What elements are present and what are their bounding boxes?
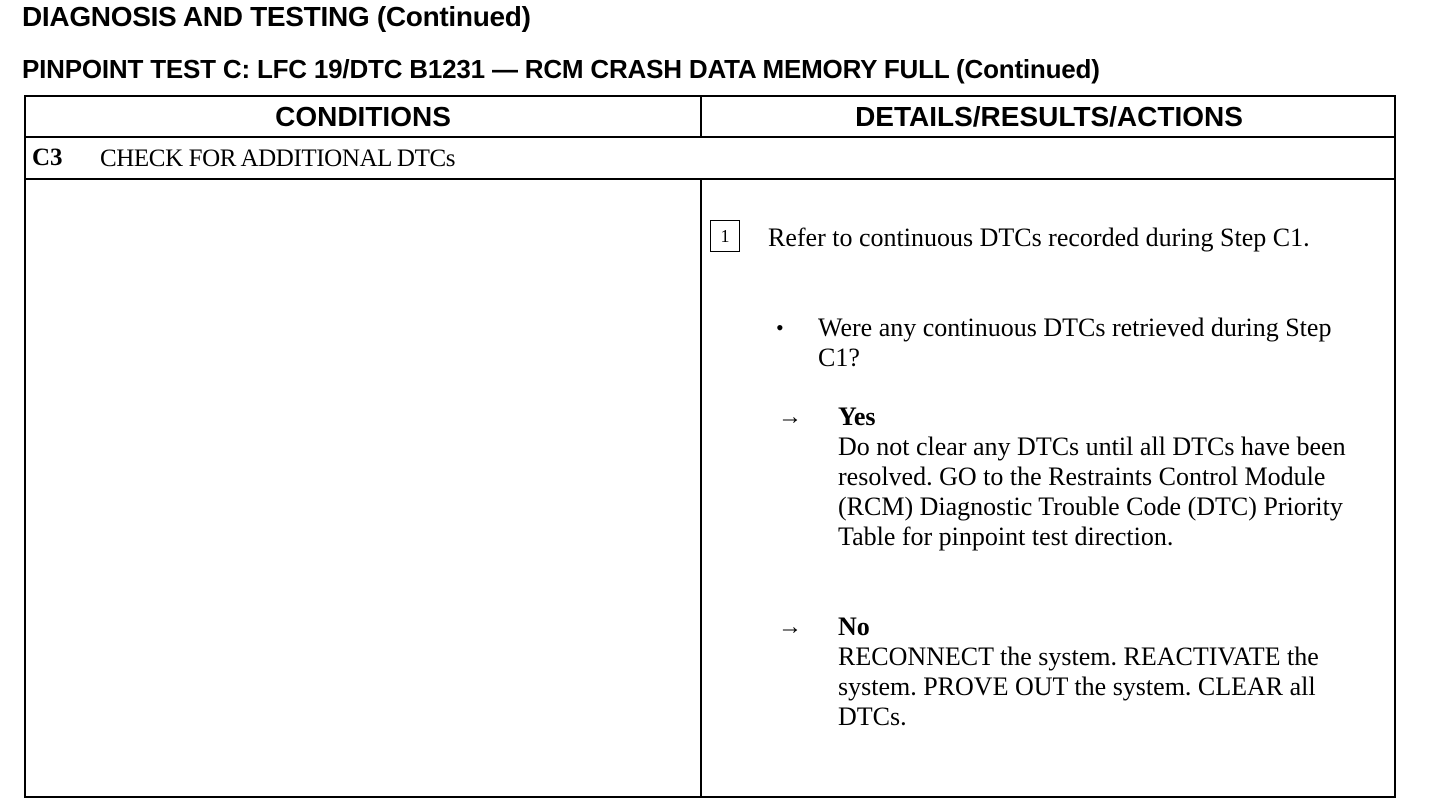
yes-label: Yes	[838, 402, 876, 431]
details-cell: 1 Refer to continuous DTCs recorded duri…	[702, 180, 1394, 796]
details-header: DETAILS/RESULTS/ACTIONS	[700, 97, 1396, 136]
no-action-text: RECONNECT the system. REACTIVATE the sys…	[838, 642, 1319, 731]
action-instruction: Refer to continuous DTCs recorded during…	[768, 223, 1310, 252]
no-result: No RECONNECT the system. REACTIVATE the …	[838, 612, 1378, 732]
action-question: Were any continuous DTCs retrieved durin…	[818, 313, 1332, 372]
arrow-right-icon: →	[778, 614, 802, 640]
arrow-right-icon: →	[778, 404, 802, 430]
step-title: CHECK FOR ADDITIONAL DTCs	[100, 145, 456, 172]
table-header-row: CONDITIONS DETAILS/RESULTS/ACTIONS	[26, 97, 1394, 138]
step-id: C3	[32, 144, 63, 171]
no-label: No	[838, 612, 870, 641]
pinpoint-test-table: CONDITIONS DETAILS/RESULTS/ACTIONS C3 CH…	[24, 95, 1396, 798]
conditions-cell	[26, 180, 700, 796]
yes-action-text: Do not clear any DTCs until all DTCs hav…	[838, 432, 1346, 551]
yes-result: Yes Do not clear any DTCs until all DTCs…	[838, 402, 1378, 552]
section-title: DIAGNOSIS AND TESTING (Continued)	[22, 1, 531, 32]
column-divider	[700, 180, 702, 796]
step-row: C3 CHECK FOR ADDITIONAL DTCs	[26, 138, 1394, 180]
conditions-header: CONDITIONS	[275, 101, 451, 132]
action-number-box: 1	[710, 220, 740, 252]
pinpoint-test-title: PINPOINT TEST C: LFC 19/DTC B1231 — RCM …	[22, 54, 1100, 84]
bullet-icon: •	[776, 315, 784, 340]
